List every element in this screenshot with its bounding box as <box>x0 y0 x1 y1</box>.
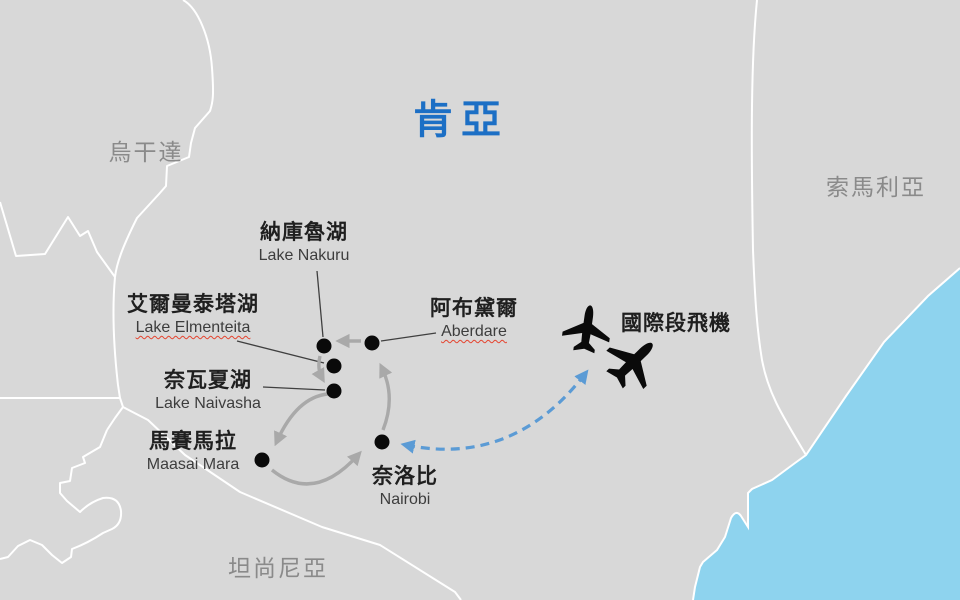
stop-dots <box>254 335 390 468</box>
route-arrow-maasaimara-to-nairobi <box>270 450 362 486</box>
ocean-water <box>693 268 960 600</box>
stop-dot-nairobi <box>374 434 390 450</box>
route-arrow-nakuru-to-naivasha <box>311 355 325 383</box>
stop-dot-maasai-mara <box>254 452 270 468</box>
safari-route-arrows <box>270 333 393 486</box>
coastline <box>692 267 960 600</box>
airplane-icon <box>606 342 653 390</box>
airplane-icons <box>562 305 653 390</box>
label-leader-lines <box>236 270 437 391</box>
route-arrow-nairobi-to-aberdare <box>379 362 393 431</box>
stop-dot-lake-elmenteita <box>326 358 342 374</box>
stop-dot-aberdare <box>364 335 380 351</box>
airplane-icon <box>562 305 610 354</box>
route-arrow-naivasha-to-maasaimara <box>274 392 329 447</box>
country-borders <box>0 0 807 600</box>
stop-dot-lake-naivasha <box>326 383 342 399</box>
stop-dot-lake-nakuru <box>316 338 332 354</box>
